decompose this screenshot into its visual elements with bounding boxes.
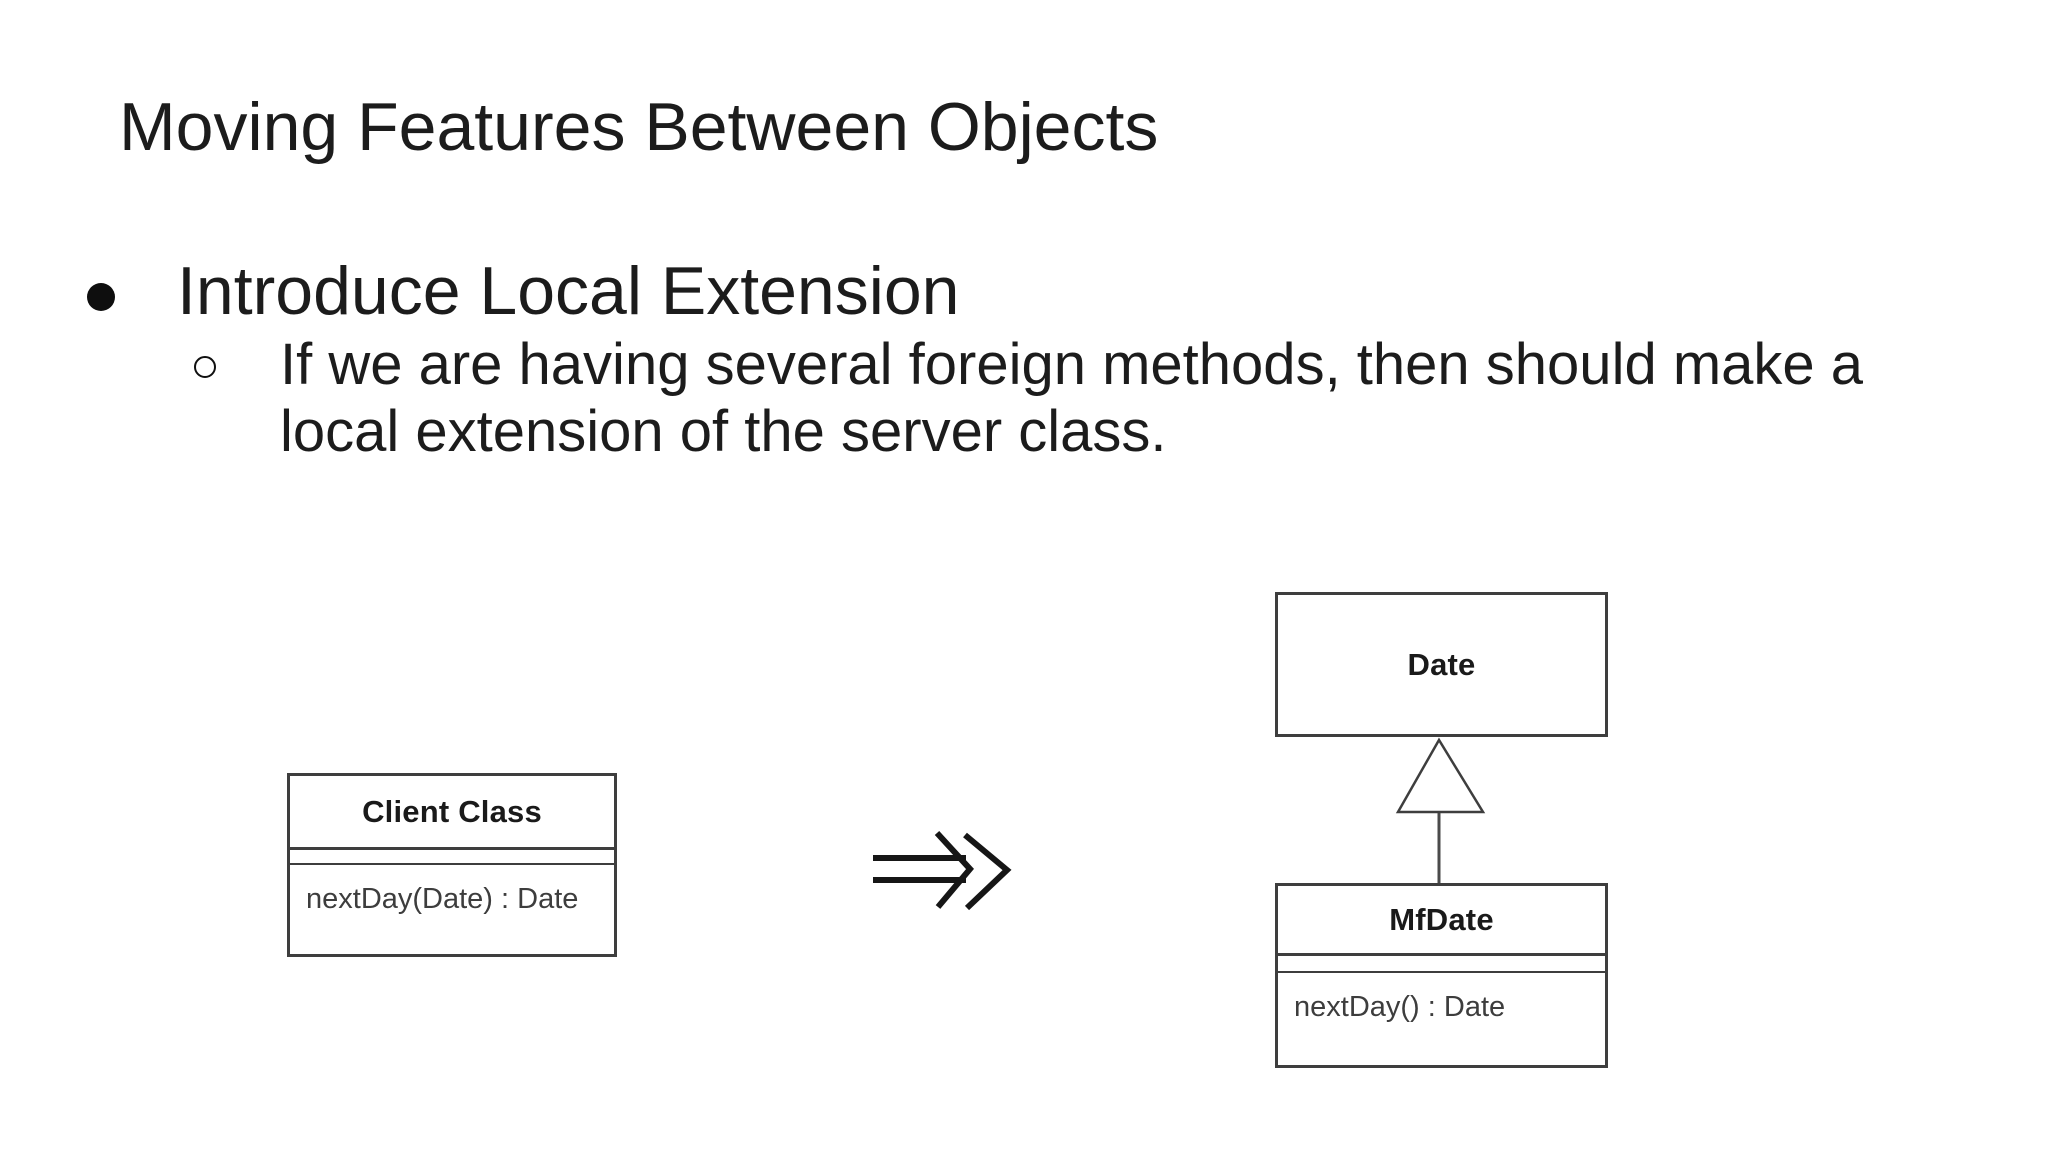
uml-class-mfdate-name: MfDate [1278,886,1605,956]
uml-class-client: Client Class nextDay(Date) : Date [287,773,617,957]
generalization-arrow-icon [1395,737,1486,887]
bullet-level2-text: If we are having several foreign methods… [280,331,1863,465]
slide-title: Moving Features Between Objects [119,89,1159,165]
uml-class-mfdate-attributes-compartment [1278,956,1605,973]
uml-class-date-name: Date [1407,646,1476,682]
bullet-level2-line2: local extension of the server class. [280,399,1167,464]
uml-class-client-method: nextDay(Date) : Date [306,883,579,915]
uml-class-client-attributes-compartment [290,850,614,865]
bullet-hollow-icon [194,356,216,378]
bullet-level1-text: Introduce Local Extension [177,253,960,329]
bullet-level2-line1: If we are having several foreign methods… [280,332,1864,397]
uml-class-date: Date [1275,592,1608,737]
uml-class-client-name: Client Class [290,776,614,850]
uml-class-mfdate: MfDate nextDay() : Date [1275,883,1608,1068]
bullet-filled-icon [87,283,115,311]
uml-class-mfdate-method: nextDay() : Date [1294,991,1506,1023]
double-right-arrow-icon [873,830,1012,911]
